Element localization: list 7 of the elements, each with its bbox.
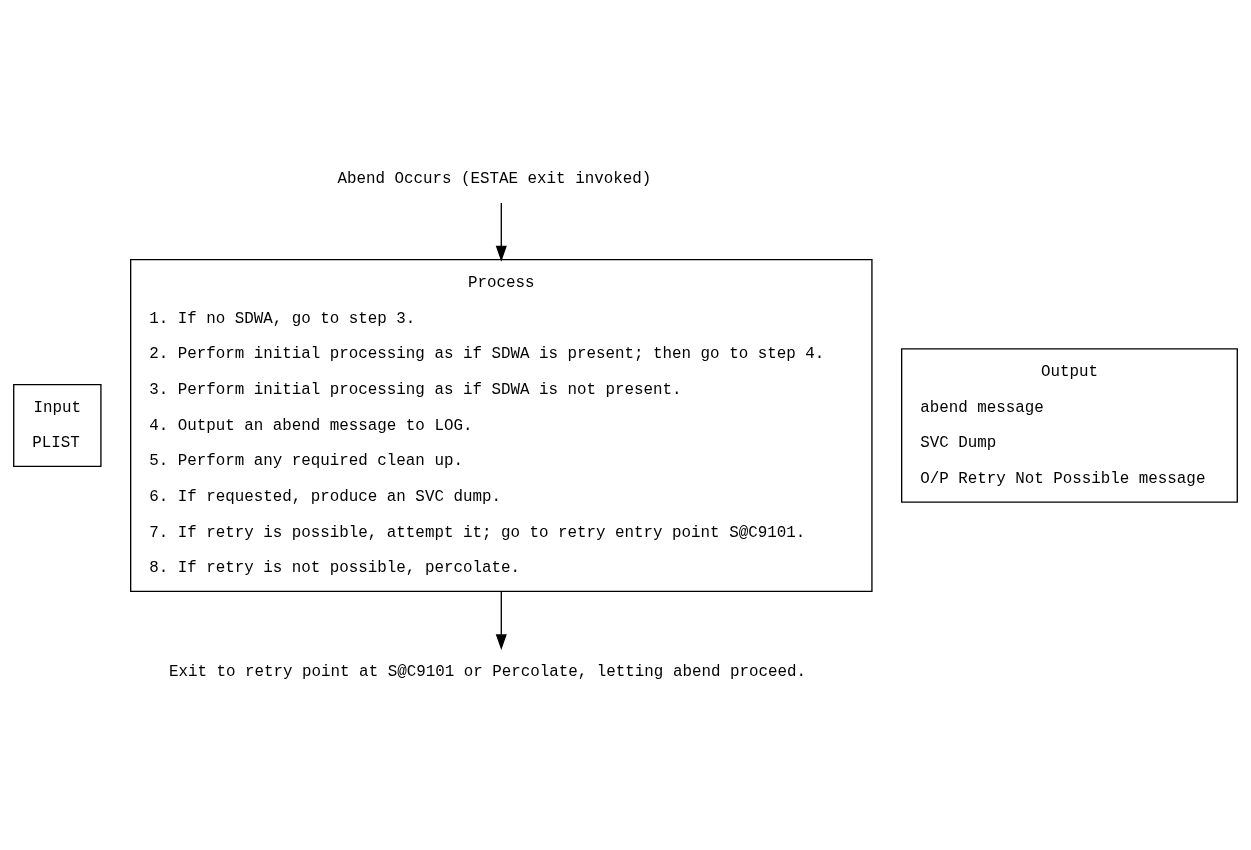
- arrow: [495, 590, 507, 650]
- node-box: Process 1. If no SDWA, go to step 3. 2. Perform initial processing as if SDWA is present; then go to step 4. 3. Perform initial processing as if SDWA is not present. 4. Output an abend message to LOG. 5. Perform any required clean up. 6. If requested, produce an SVC dump. 7. If retry is possible, attempt it; go to retry entry point S@C9101. 8. If retry is not possible, percolate.: [130, 258, 873, 592]
- node-text: Exit to retry point at S@C9101 or Percolate, letting abend proceed.: [168, 662, 807, 681]
- node-box: Output abend message SVC Dump O/P Retry Not Possible message: [901, 347, 1238, 503]
- node-text: Abend Occurs (ESTAE exit invoked): [337, 169, 652, 188]
- node-box: Input PLIST: [13, 383, 102, 467]
- arrow: [495, 201, 507, 262]
